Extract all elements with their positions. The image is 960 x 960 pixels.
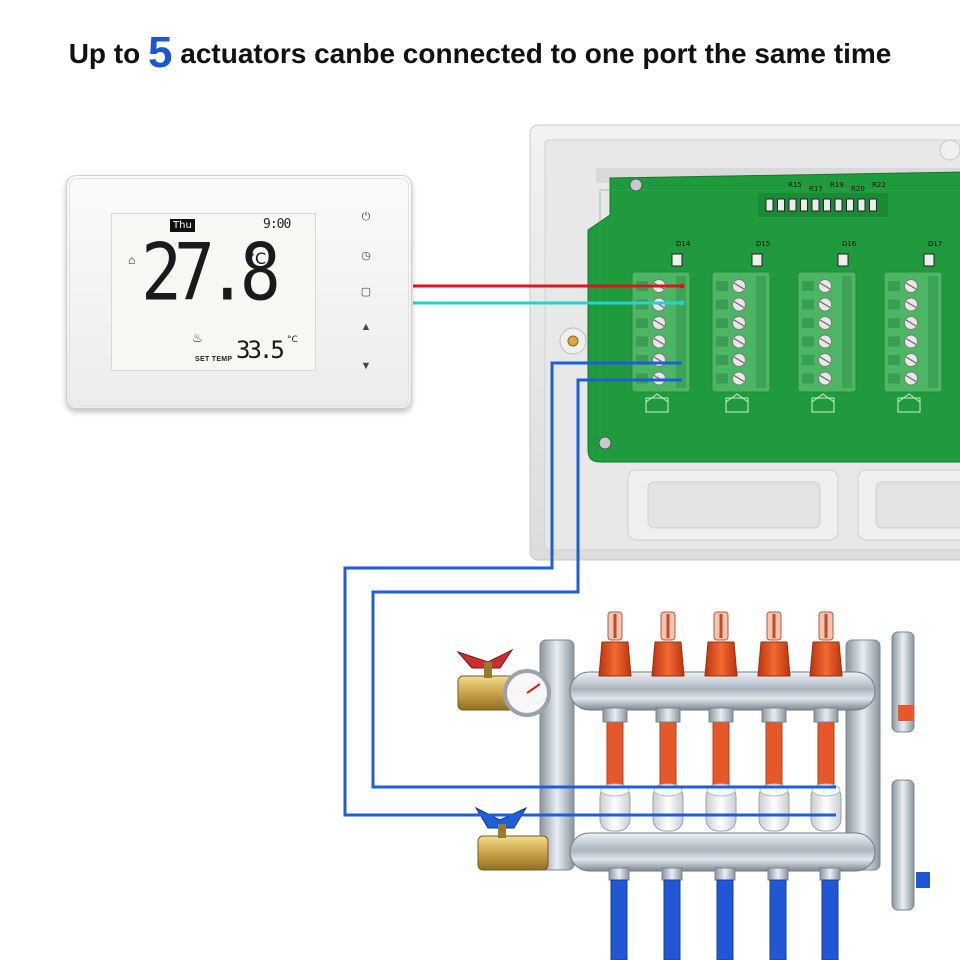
return-pipe: [663, 879, 681, 960]
home-icon: ⌂: [128, 253, 136, 267]
house-icon: [645, 397, 669, 413]
feed-pipe: [659, 719, 677, 791]
power-icon: ⏻: [361, 210, 371, 223]
return-bar: [569, 832, 876, 872]
up-arrow-icon: ▲: [360, 321, 372, 333]
air-vent-bottom: [891, 779, 915, 911]
headline-suffix: actuators canbe connected to one port th…: [180, 38, 892, 69]
flow-meter[interactable]: [598, 611, 632, 723]
zone-led-label: D15: [756, 240, 771, 248]
power-button[interactable]: ⏻: [358, 209, 374, 225]
clock-readout: 9:00: [263, 217, 291, 232]
headline-prefix: Up to: [68, 38, 141, 69]
zone-led-label: D16: [842, 240, 857, 248]
house-icon: [725, 397, 749, 413]
smd-resistor: [846, 198, 854, 212]
zone-led-label: D17: [928, 240, 943, 248]
thermostat-display: Thu 9:00 ⌂ 27.8 °C ♨ SET TEMP 33.5 °C: [111, 213, 316, 371]
room-temperature-unit: °C: [247, 249, 267, 268]
return-pipe: [769, 879, 787, 960]
zone-led-label: D14: [676, 240, 691, 248]
smd-resistor: [777, 198, 785, 212]
resistor-label: R17: [809, 185, 823, 193]
smd-resistor: [811, 198, 820, 212]
thermostat: Thu 9:00 ⌂ 27.8 °C ♨ SET TEMP 33.5 °C ⏻ …: [66, 175, 412, 409]
set-temp-label: SET TEMP: [195, 356, 233, 363]
resistor-label: R19: [830, 181, 844, 189]
clock-button[interactable]: ◷: [358, 247, 374, 263]
house-icon: [811, 397, 835, 413]
down-button[interactable]: ▼: [358, 358, 374, 374]
return-ball-valve[interactable]: [477, 835, 549, 871]
headline-number: 5: [148, 28, 173, 77]
terminal-block: [883, 253, 943, 413]
return-pipe: [821, 879, 839, 960]
return-pipe: [716, 879, 734, 960]
wire-neutral-end: [679, 300, 685, 306]
up-button[interactable]: ▲: [358, 319, 374, 335]
resistor-label: R20: [851, 185, 865, 193]
terminal-block: [631, 253, 691, 413]
day-badge: Thu: [170, 219, 195, 232]
resistor-label: R22: [872, 181, 886, 189]
thermostat-bezel: [69, 178, 409, 406]
actuator[interactable]: [652, 783, 684, 832]
actuator[interactable]: [705, 783, 737, 832]
smd-resistor: [765, 198, 774, 212]
room-temperature: 27.8: [141, 228, 281, 319]
wire-actuator-1: [343, 361, 836, 817]
house-icon: [897, 397, 921, 413]
wire-live-end: [679, 283, 685, 289]
flow-meter[interactable]: [704, 611, 738, 723]
feed-pipe: [606, 719, 624, 791]
floor-heating-manifold: [456, 611, 930, 960]
resistor-label: R15: [788, 181, 802, 189]
smd-resistor: [857, 198, 866, 212]
actuator[interactable]: [810, 783, 842, 832]
set-temperature: 33.5: [236, 336, 285, 364]
smd-resistor: [823, 198, 831, 212]
smd-resistor: [788, 198, 797, 212]
supply-bar: [569, 671, 876, 711]
headline: Up to 5 actuators canbe connected to one…: [0, 28, 960, 78]
smd-resistor: [869, 198, 877, 212]
wire-actuator-2: [371, 378, 836, 789]
clock-icon: ◷: [361, 249, 371, 262]
feed-pipe: [765, 719, 783, 791]
down-arrow-icon: ▼: [360, 360, 372, 372]
terminal-block: [711, 253, 771, 413]
mode-icon: ▢: [360, 285, 372, 298]
return-pipe: [610, 879, 628, 960]
flow-meter[interactable]: [651, 611, 685, 723]
actuator[interactable]: [758, 783, 790, 832]
red-valve-handle[interactable]: [456, 648, 514, 669]
flow-meter[interactable]: [757, 611, 791, 723]
mode-button[interactable]: ▢: [358, 283, 374, 299]
flow-meter[interactable]: [809, 611, 843, 723]
set-temperature-unit: °C: [287, 335, 298, 345]
smd-resistor: [800, 198, 808, 212]
terminal-block: [797, 253, 857, 413]
actuator[interactable]: [599, 783, 631, 832]
flame-icon: ♨: [192, 331, 203, 345]
wires: [343, 283, 836, 817]
feed-pipe: [817, 719, 835, 791]
feed-pipe: [712, 719, 730, 791]
blue-valve-handle[interactable]: [474, 806, 528, 829]
smd-resistor: [834, 198, 843, 212]
